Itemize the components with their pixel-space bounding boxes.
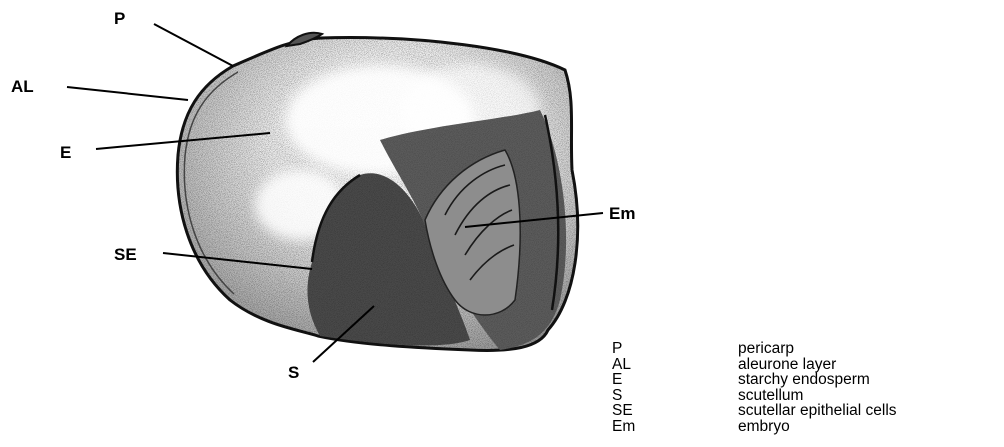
legend-abbr: AL: [612, 357, 738, 373]
legend-row: AL aleurone layer: [612, 357, 897, 373]
legend-meaning: embryo: [738, 419, 790, 435]
legend-row: S scutellum: [612, 388, 897, 404]
legend-abbr: S: [612, 388, 738, 404]
label-E: E: [60, 143, 71, 162]
label-AL: AL: [11, 77, 34, 96]
legend-abbr: Em: [612, 419, 738, 435]
legend-abbr: E: [612, 372, 738, 388]
label-Em: Em: [609, 204, 635, 223]
label-SE: SE: [114, 245, 137, 264]
legend-row: Em embryo: [612, 419, 897, 435]
legend: P pericarp AL aleurone layer E starchy e…: [612, 341, 897, 435]
legend-row: SE scutellar epithelial cells: [612, 403, 897, 419]
legend-meaning: scutellum: [738, 388, 803, 404]
legend-meaning: starchy endosperm: [738, 372, 870, 388]
label-P: P: [114, 9, 125, 28]
legend-meaning: scutellar epithelial cells: [738, 403, 897, 419]
label-S: S: [288, 363, 299, 382]
legend-row: P pericarp: [612, 341, 897, 357]
legend-abbr: SE: [612, 403, 738, 419]
leader-P: [154, 24, 233, 66]
leader-AL: [67, 87, 188, 100]
legend-abbr: P: [612, 341, 738, 357]
legend-row: E starchy endosperm: [612, 372, 897, 388]
legend-meaning: aleurone layer: [738, 357, 836, 373]
legend-meaning: pericarp: [738, 341, 794, 357]
